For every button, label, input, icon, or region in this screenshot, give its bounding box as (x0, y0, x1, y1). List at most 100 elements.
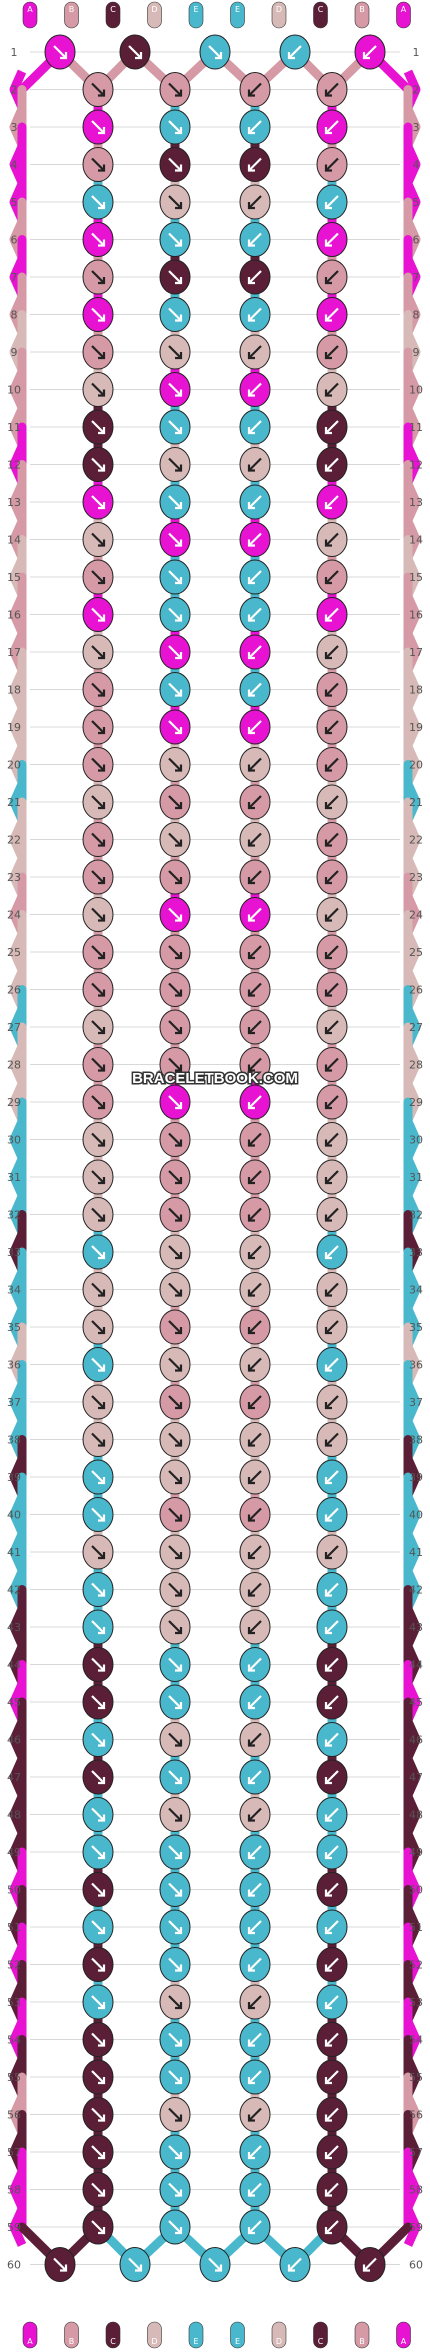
arrow-icon (168, 1657, 182, 1672)
knot (239, 709, 271, 745)
arrow-head-icon (247, 1364, 255, 1372)
arrow-icon (248, 720, 262, 734)
thread-end-0 (22, 2321, 38, 2349)
arrow-head-icon (98, 1889, 106, 1897)
knot (239, 784, 271, 820)
arrow-head-icon (324, 127, 332, 135)
arrow-head-icon (324, 802, 332, 810)
knot (82, 1084, 114, 1120)
arrow-icon (248, 382, 262, 397)
knot (159, 1084, 191, 1120)
arrow-icon (91, 345, 105, 359)
arrow-icon (248, 232, 262, 247)
knot (316, 1384, 348, 1420)
arrow-head-icon (175, 1627, 183, 1635)
arrow-head-icon (247, 1927, 255, 1935)
row-number-right: 3 (413, 121, 420, 134)
arrow-icon (248, 270, 262, 284)
arrow-head-icon (324, 2189, 332, 2197)
arrow-icon (168, 1507, 182, 1522)
arrow-icon (168, 645, 182, 659)
arrow-icon (91, 1207, 105, 1222)
arrow-head-icon (247, 1477, 255, 1485)
knot (239, 2209, 271, 2245)
row-number-left: 53 (7, 1996, 21, 2009)
arrow-head-icon (324, 952, 332, 960)
arrow-icon (91, 757, 105, 772)
arrow-head-icon (175, 127, 183, 135)
knot (159, 822, 191, 857)
arrow-head-icon (324, 1439, 332, 1447)
arrow-icon (168, 1320, 182, 1334)
arrow-head-icon (98, 1364, 106, 1372)
arrow-icon (91, 195, 105, 209)
arrow-head-icon (175, 2002, 183, 2010)
arrow-head-icon (175, 652, 183, 660)
thread-start-5 (230, 1, 245, 29)
arrow-icon (248, 1095, 262, 1109)
arrow-icon (168, 832, 182, 847)
arrow-head-icon (324, 352, 332, 360)
row-number-right: 55 (409, 2071, 423, 2084)
knot (82, 522, 114, 557)
arrow-head-icon (98, 1139, 106, 1147)
knot (316, 709, 348, 745)
arrow-icon (168, 532, 182, 547)
knot (159, 1197, 191, 1232)
arrow-icon (325, 1357, 339, 1372)
arrow-head-icon (247, 314, 255, 322)
arrow-head-icon (324, 914, 332, 922)
arrow-icon (91, 2145, 105, 2159)
arrow-head-icon (175, 2152, 183, 2160)
knot (159, 897, 191, 932)
arrow-head-icon (324, 1064, 332, 1072)
arrow-head-icon (98, 1927, 106, 1935)
row-number-right: 21 (409, 796, 423, 809)
knot (159, 1909, 191, 1945)
knot (82, 1159, 114, 1195)
knot (316, 672, 348, 707)
thread-start-2 (105, 1, 121, 29)
knot (316, 784, 348, 820)
arrow-head-icon (324, 727, 332, 735)
arrow-head-icon (98, 1852, 106, 1860)
row-number-right: 22 (409, 834, 423, 847)
knot (239, 1647, 271, 1682)
arrow-icon (91, 1470, 105, 1484)
knot (82, 297, 114, 332)
arrow-icon (91, 1245, 105, 1259)
arrow-icon (325, 1620, 339, 1634)
arrow-icon (168, 2032, 182, 2047)
arrow-head-icon (324, 1889, 332, 1897)
row-number-right: 29 (409, 1096, 423, 1109)
arrow-head-icon (324, 1477, 332, 1485)
arrow-head-icon (247, 2114, 255, 2122)
knots-layer (44, 34, 386, 2282)
knot (316, 259, 348, 295)
arrow-head-icon (175, 1252, 183, 1260)
arrow-icon (168, 1207, 182, 1222)
arrow-icon (248, 420, 262, 434)
arrow-head-icon (98, 727, 106, 735)
knot (239, 634, 271, 670)
arrow-head-icon (324, 2114, 332, 2122)
knot (159, 1759, 191, 1795)
column-letter-label-bottom: C (318, 2337, 324, 2346)
knot (82, 1047, 114, 1082)
arrow-head-icon (175, 539, 183, 547)
knot (82, 1309, 114, 1345)
arrow-head-icon (98, 314, 106, 322)
arrow-head-icon (247, 2189, 255, 2197)
arrow-head-icon (324, 1139, 332, 1147)
arrow-head-icon (175, 202, 183, 210)
knot (239, 1197, 271, 1232)
row-number-right: 5 (413, 196, 420, 209)
knot (159, 1609, 191, 1645)
row-number-left: 52 (7, 1959, 21, 1972)
arrow-icon (325, 1470, 339, 1484)
arrow-head-icon (247, 277, 255, 285)
arrow-icon (325, 682, 339, 697)
knot (316, 1122, 348, 1157)
arrow-head-icon (175, 2189, 183, 2197)
arrow-icon (248, 1695, 262, 1709)
